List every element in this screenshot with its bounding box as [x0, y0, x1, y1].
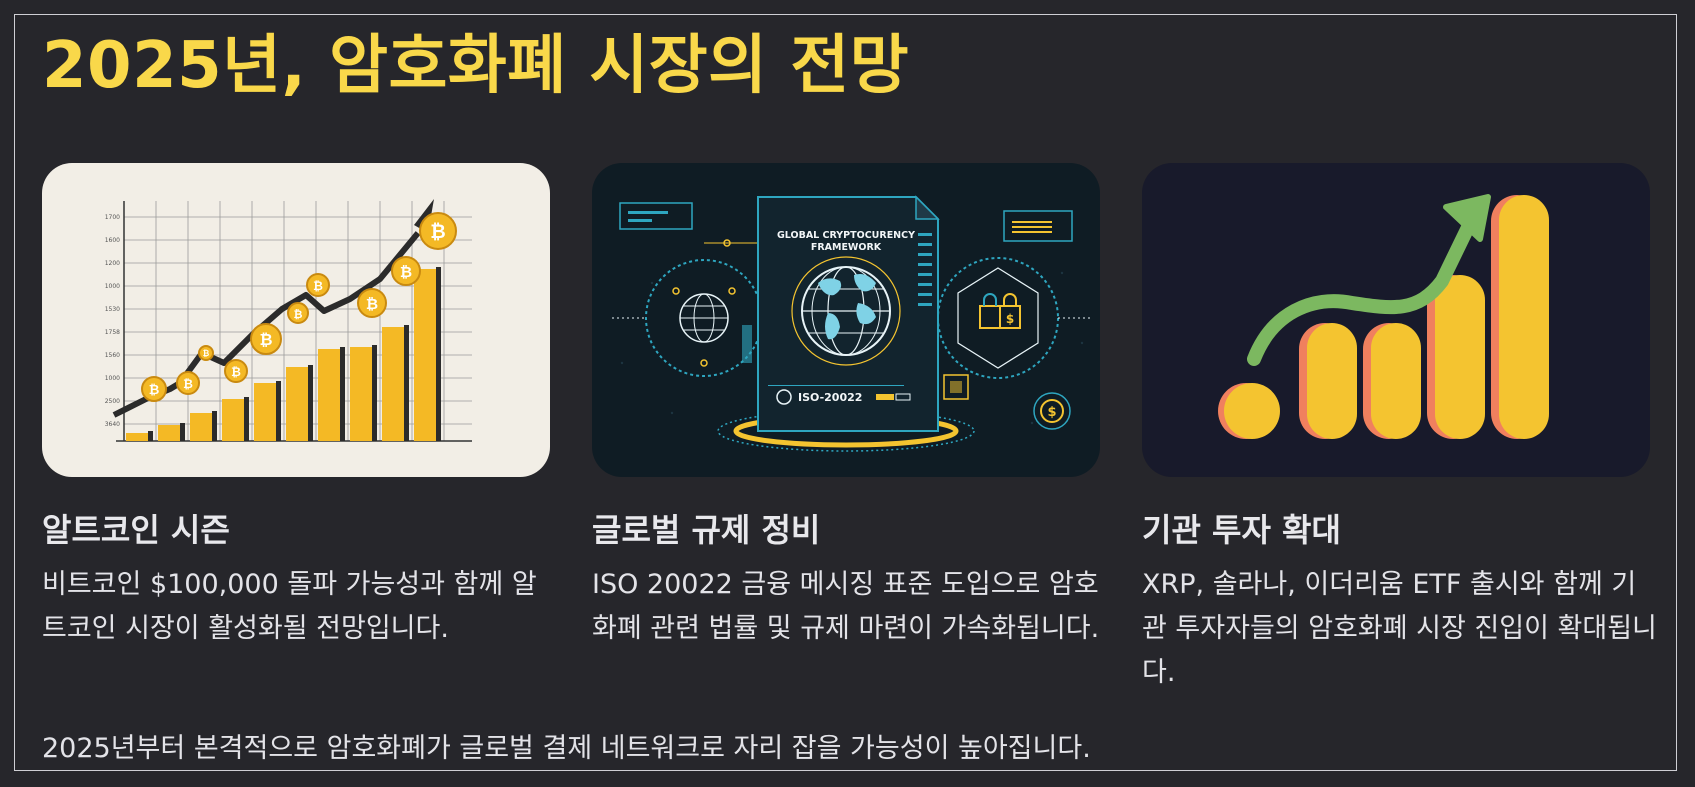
- svg-text:$: $: [1006, 312, 1014, 326]
- svg-text:₿: ₿: [183, 377, 193, 391]
- svg-text:₿: ₿: [400, 263, 412, 281]
- chart-tick-label: 2500: [105, 398, 120, 405]
- chart-tick-label: 1200: [105, 260, 120, 267]
- card-altcoin-season: 1700 1600 1200 1000 1530 1758 1560 1000 …: [42, 163, 550, 644]
- iso-label: ISO-20022: [798, 391, 862, 404]
- chart-tick-label: 1000: [105, 283, 120, 290]
- svg-text:₿: ₿: [294, 308, 303, 321]
- card-institutional-investment: 기관 투자 확대 XRP, 솔라나, 이더리움 ETF 출시와 함께 기관 투자…: [1142, 163, 1657, 688]
- chart-tick-label: 1758: [105, 329, 120, 336]
- card-description: 비트코인 $100,000 돌파 가능성과 함께 알트코인 시장이 활성화될 전…: [42, 569, 537, 644]
- card-description: XRP, 솔라나, 이더리움 ETF 출시와 함께 기관 투자자들의 암호화폐 …: [1142, 569, 1657, 688]
- bitcoin-growth-image: 1700 1600 1200 1000 1530 1758 1560 1000 …: [42, 163, 550, 477]
- chart-tick-label: 1560: [105, 352, 120, 359]
- svg-text:₿: ₿: [149, 383, 160, 398]
- page-footer-text: 2025년부터 본격적으로 암호화폐가 글로벌 결제 네트워크로 자리 잡을 가…: [42, 733, 1091, 764]
- page-title: 2025년, 암호화폐 시장의 전망: [42, 29, 910, 103]
- chart-tick-label: 1530: [105, 306, 120, 313]
- svg-text:₿: ₿: [430, 221, 445, 243]
- rising-bars-image: [1142, 163, 1650, 477]
- card-title: 글로벌 규제 정비: [592, 511, 821, 549]
- page-frame: [14, 14, 1677, 771]
- svg-text:₿: ₿: [313, 279, 323, 293]
- svg-text:₿: ₿: [203, 349, 210, 358]
- svg-text:$: $: [1047, 405, 1056, 420]
- chart-tick-label: 1700: [105, 214, 120, 221]
- chart-tick-label: 1600: [105, 237, 120, 244]
- svg-text:₿: ₿: [366, 295, 378, 313]
- chart-tick-label: 3640: [105, 421, 120, 428]
- chart-tick-label: 1000: [105, 375, 120, 382]
- card-title: 알트코인 시즌: [42, 511, 230, 549]
- card-description: ISO 20022 금융 메시징 표준 도입으로 암호화폐 관련 법률 및 규제…: [592, 569, 1100, 644]
- svg-text:₿: ₿: [231, 365, 241, 379]
- card-title: 기관 투자 확대: [1142, 511, 1341, 549]
- svg-text:₿: ₿: [259, 330, 272, 349]
